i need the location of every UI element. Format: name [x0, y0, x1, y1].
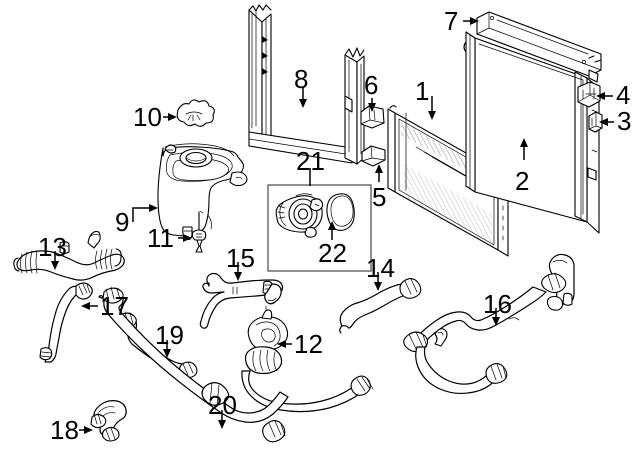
- part-15-heater-return-hose: [199, 272, 284, 329]
- callout-label-22: 22: [318, 238, 347, 268]
- part-5-rubber-mount-lower: [361, 145, 386, 167]
- part-11-coolant-level-sensor: [191, 210, 207, 253]
- callout-label-5: 5: [372, 182, 387, 212]
- part-13-upper-radiator-hose: [13, 230, 125, 281]
- callout-label-11: 11: [147, 223, 174, 253]
- callout-label-21: 21: [296, 146, 325, 176]
- part-3-mounting-clip-small: [588, 111, 603, 133]
- callout-label-4: 4: [616, 80, 631, 110]
- part-14-vent-hose: [339, 278, 422, 334]
- part-20-long-cooler-line: [98, 286, 289, 443]
- part-18-short-elbow-hose: [90, 400, 127, 442]
- callout-label-19: 19: [155, 320, 184, 350]
- part-17-bleed-hose: [39, 282, 93, 363]
- part-6-rubber-mount-upper: [360, 105, 385, 129]
- callout-label-8: 8: [294, 64, 309, 94]
- callout-label-10: 10: [133, 102, 162, 132]
- callout-label-12: 12: [294, 329, 323, 359]
- part-1-radiator-core: [387, 105, 509, 257]
- part-10-expansion-tank-cap: [176, 99, 215, 127]
- callout-label-6: 6: [364, 70, 379, 100]
- group-21-thermostat-kit-box: [267, 184, 372, 272]
- callout-label-13: 13: [38, 232, 67, 262]
- part-4-mounting-bracket: [577, 81, 601, 108]
- callout-label-2: 2: [515, 166, 530, 196]
- callout-label-3: 3: [617, 106, 632, 136]
- part-16-coolant-line-assembly: [403, 253, 575, 395]
- callout-label-18: 18: [50, 415, 79, 445]
- part-22-thermostat-o-ring: [326, 193, 355, 231]
- callout-label-17: 17: [100, 291, 129, 321]
- part-9-coolant-expansion-tank: [157, 143, 248, 241]
- callout-label-15: 15: [226, 243, 255, 273]
- callout-label-16: 16: [483, 289, 512, 319]
- callout-label-7: 7: [444, 6, 459, 36]
- callout-label-14: 14: [366, 253, 395, 283]
- callout-leaders: [51, 17, 614, 434]
- part-8-fan-shroud: [248, 4, 365, 165]
- part-21-thermostat-housing: [275, 193, 324, 238]
- callout-label-9: 9: [115, 207, 130, 237]
- part-7-upper-crossmember: [476, 11, 602, 83]
- callout-label-20: 20: [208, 390, 237, 420]
- part-2-radiator-assembly: [463, 31, 600, 234]
- callout-label-1: 1: [415, 76, 430, 106]
